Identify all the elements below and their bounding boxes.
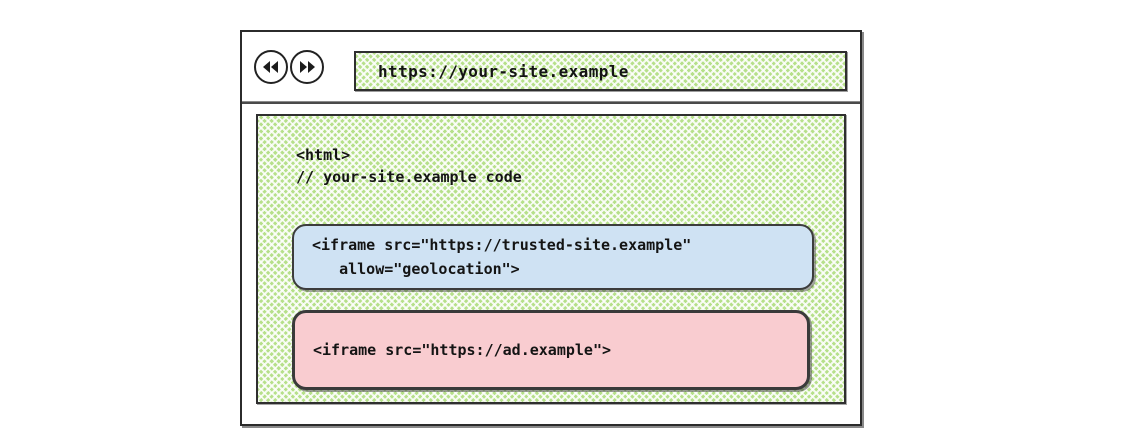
browser-window: https://your-site.example <html> // your…: [240, 30, 862, 426]
trusted-site-iframe-code: <iframe src="https://trusted-site.exampl…: [312, 236, 692, 278]
rewind-icon: [262, 60, 280, 74]
navigation-buttons: [254, 50, 324, 84]
forward-button[interactable]: [290, 50, 324, 84]
address-bar-value: https://your-site.example: [378, 61, 629, 81]
trusted-site-iframe[interactable]: <iframe src="https://trusted-site.exampl…: [292, 224, 814, 290]
back-button[interactable]: [254, 50, 288, 84]
browser-toolbar: https://your-site.example: [242, 32, 860, 102]
fast-forward-icon: [298, 60, 316, 74]
page-content-area: <html> // your-site.example code <iframe…: [256, 114, 846, 404]
ad-iframe[interactable]: <iframe src="https://ad.example">: [292, 310, 810, 390]
toolbar-separator: [242, 101, 860, 104]
page-source-code: <html> // your-site.example code: [296, 146, 522, 186]
ad-iframe-code: <iframe src="https://ad.example">: [313, 341, 612, 359]
address-bar[interactable]: https://your-site.example: [354, 51, 847, 91]
